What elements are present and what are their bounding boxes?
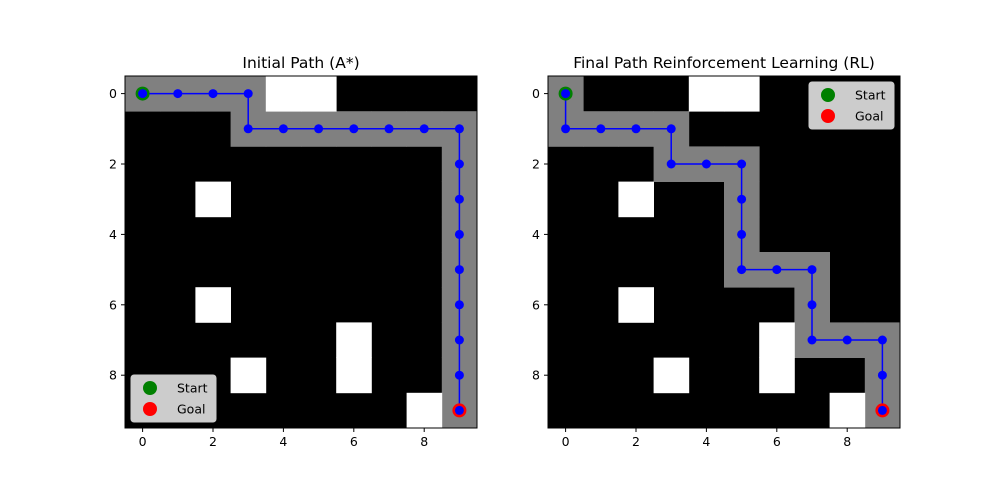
path-line: [135, 86, 467, 418]
panel-final-path-rl: Final Path Reinforcement Learning (RL) 0…: [532, 54, 901, 449]
path-point: [877, 370, 887, 380]
obstacle-cell: [336, 322, 372, 358]
path-point: [737, 265, 747, 275]
path-point: [243, 89, 253, 99]
path-point: [737, 194, 747, 204]
plot-frame: [547, 75, 901, 429]
obstacle-cell: [406, 392, 443, 429]
axis-ticks: 0 2 4 6 8 0 2 4 6 8: [532, 86, 851, 449]
path-point: [349, 124, 359, 134]
path-point: [807, 265, 817, 275]
path-point: [631, 124, 641, 134]
legend-label: Start: [855, 88, 886, 103]
path-point: [208, 89, 218, 99]
obstacle-cell: [301, 76, 337, 112]
plot-frame: [124, 75, 478, 429]
legend-marker: [821, 109, 835, 123]
path-point: [314, 124, 324, 134]
path-point: [138, 89, 148, 99]
path-point: [807, 300, 817, 310]
x-tick-label: 8: [420, 434, 428, 449]
legend-marker: [143, 381, 157, 395]
x-tick-label: 4: [702, 434, 710, 449]
chart-title: Final Path Reinforcement Learning (RL): [573, 54, 875, 72]
path-point: [842, 335, 852, 345]
path-point: [561, 124, 571, 134]
path-point: [561, 89, 571, 99]
path-point: [454, 335, 464, 345]
x-tick-label: 0: [562, 434, 570, 449]
grid: [548, 76, 901, 429]
obstacle-cell: [618, 287, 654, 323]
obstacle-cell: [336, 357, 372, 394]
path-point: [454, 229, 464, 239]
obstacle-cell: [759, 357, 795, 394]
obstacle-cell: [195, 181, 231, 218]
x-tick-label: 2: [209, 434, 217, 449]
x-tick-label: 8: [843, 434, 851, 449]
path-point: [454, 300, 464, 310]
y-tick-label: 0: [109, 86, 117, 101]
path-point: [877, 405, 887, 415]
y-tick-label: 2: [109, 157, 117, 172]
path-point: [666, 159, 676, 169]
obstacle-cell: [759, 322, 795, 358]
x-tick-label: 0: [139, 434, 147, 449]
chart-title: Initial Path (A*): [242, 54, 359, 72]
path-point: [454, 159, 464, 169]
obstacle-cell: [195, 287, 231, 323]
path-point: [454, 194, 464, 204]
y-tick-label: 4: [532, 227, 540, 242]
path-point: [596, 124, 606, 134]
path-point: [807, 335, 817, 345]
obstacle-cell: [230, 357, 267, 394]
path-point: [737, 229, 747, 239]
path-point: [454, 265, 464, 275]
path-point: [701, 159, 711, 169]
y-tick-label: 6: [532, 297, 540, 312]
legend-label: Goal: [855, 109, 883, 124]
y-tick-label: 4: [109, 227, 117, 242]
legend-marker: [821, 88, 835, 102]
obstacle-cell: [653, 357, 690, 394]
path-point: [454, 124, 464, 134]
legend-marker: [143, 402, 157, 416]
path-point: [666, 124, 676, 134]
y-tick-label: 8: [532, 368, 540, 383]
obstacle-cell: [618, 181, 654, 218]
axis-ticks: 0 2 4 6 8 0 2 4 6 8: [109, 86, 428, 449]
path-point: [772, 265, 782, 275]
obstacle-cell: [265, 76, 302, 112]
path-point: [419, 124, 429, 134]
x-tick-label: 6: [773, 434, 781, 449]
x-tick-label: 4: [279, 434, 287, 449]
path-point: [454, 370, 464, 380]
y-tick-label: 8: [109, 368, 117, 383]
y-tick-label: 2: [532, 157, 540, 172]
obstacle-cell: [724, 76, 760, 112]
path-line: [558, 86, 890, 418]
path-point: [737, 159, 747, 169]
legend-label: Start: [177, 381, 208, 396]
y-tick-label: 0: [532, 86, 540, 101]
path-point: [384, 124, 394, 134]
y-tick-label: 6: [109, 297, 117, 312]
path-point: [877, 335, 887, 345]
x-tick-label: 6: [350, 434, 358, 449]
path-point: [173, 89, 183, 99]
obstacle-cell: [688, 76, 725, 112]
legend-label: Goal: [177, 402, 205, 417]
obstacle-cell: [829, 392, 866, 429]
path-point: [243, 124, 253, 134]
x-tick-label: 2: [632, 434, 640, 449]
path-point: [278, 124, 288, 134]
path-point: [454, 405, 464, 415]
